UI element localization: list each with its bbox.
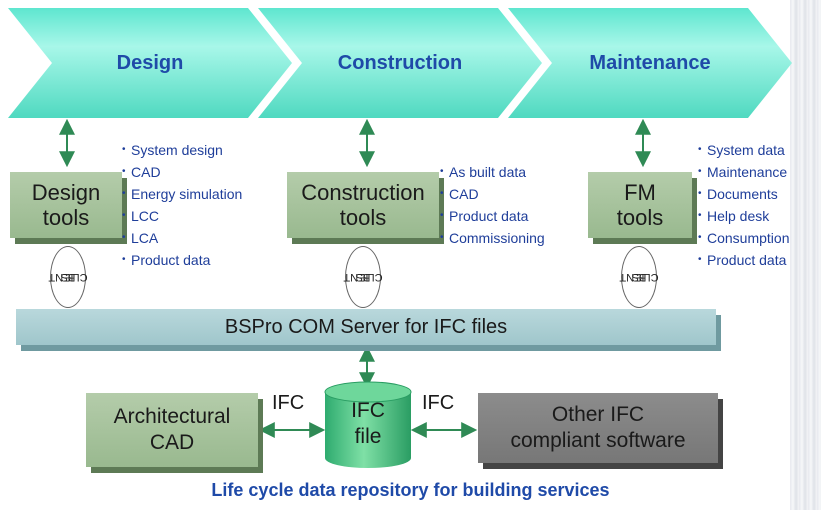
design-feature-list: System design CAD Energy simulation LCC … (122, 139, 242, 271)
list-item: System data (698, 139, 790, 161)
bs-client-line2: CLIENT (619, 271, 659, 283)
architectural-cad-line1: Architectural (113, 405, 231, 428)
ifc-label-right: IFC (422, 392, 455, 414)
list-item: Product data (698, 249, 790, 271)
other-software-line1: Other IFC (551, 403, 645, 426)
maintenance-feature-list: System data Maintenance Documents Help d… (698, 139, 790, 271)
bs-client-line2: CLIENT (343, 271, 383, 283)
list-item: As built data (440, 161, 545, 183)
ifc-file-line1: IFC (351, 399, 385, 422)
chevron-design (8, 8, 292, 118)
list-item: Product data (122, 249, 242, 271)
bspro-com-server-bar: BSPro COM Server for IFC files (16, 309, 716, 345)
phase-construction-label: Construction (337, 52, 463, 74)
construction-tools-box: Construction tools (287, 172, 439, 238)
ifc-file-line2: file (354, 425, 382, 448)
list-item: LCA (122, 227, 242, 249)
construction-tools-line1: Construction (301, 180, 425, 205)
fm-tools-line1: FM (624, 180, 656, 205)
list-item: System design (122, 139, 242, 161)
diagram-caption: Life cycle data repository for building … (211, 480, 610, 500)
list-item: CAD (122, 161, 242, 183)
fm-tools-box: FM tools (588, 172, 692, 238)
design-tools-line1: Design (31, 180, 101, 205)
phase-maintenance-label: Maintenance (589, 52, 711, 74)
list-item: Product data (440, 205, 545, 227)
chevron-construction (258, 8, 542, 118)
architectural-cad-box: Architectural CAD (86, 393, 258, 467)
ifc-file-cylinder (324, 381, 412, 468)
background-stripes (790, 0, 821, 510)
list-item: Maintenance (698, 161, 790, 183)
other-software-line2: compliant software (510, 429, 686, 452)
phase-design-label: Design (116, 52, 184, 74)
ifc-label-left: IFC (272, 392, 305, 414)
construction-tools-line2: tools (339, 205, 387, 230)
design-tools-line2: tools (42, 205, 90, 230)
list-item: Energy simulation (122, 183, 242, 205)
fm-tools-line2: tools (616, 205, 664, 230)
other-ifc-software-box: Other IFC compliant software (478, 393, 718, 463)
list-item: Commissioning (440, 227, 545, 249)
architectural-cad-line2: CAD (149, 431, 195, 454)
list-item: CAD (440, 183, 545, 205)
list-item: Documents (698, 183, 790, 205)
design-tools-box: Design tools (10, 172, 122, 238)
list-item: Consumption (698, 227, 790, 249)
construction-feature-list: As built data CAD Product data Commissio… (440, 161, 545, 249)
ifc-file-label: IFC file (325, 398, 411, 450)
list-item: LCC (122, 205, 242, 227)
list-item: Help desk (698, 205, 790, 227)
chevron-maintenance (508, 8, 792, 118)
bs-client-line2: CLIENT (48, 271, 88, 283)
